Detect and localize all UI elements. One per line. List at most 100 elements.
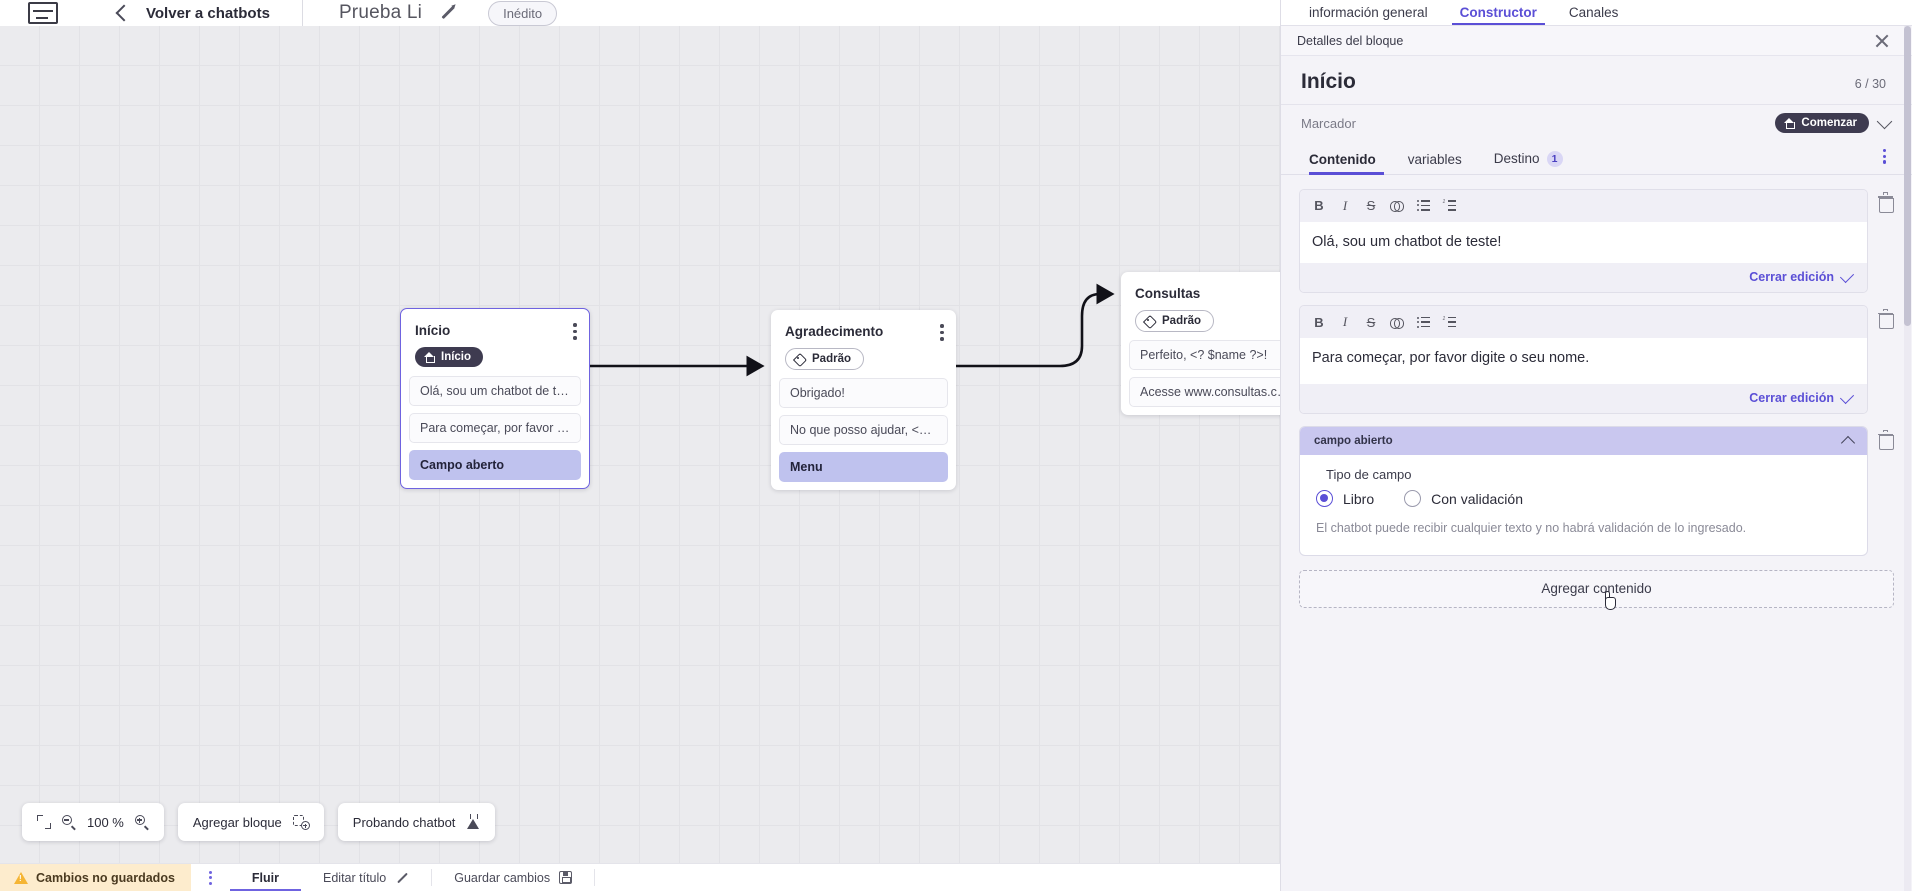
bold-icon[interactable]: B bbox=[1314, 198, 1324, 214]
home-icon bbox=[424, 351, 435, 363]
node-badge-default: Padrão bbox=[1135, 310, 1214, 332]
subtab-variables-label: variables bbox=[1407, 151, 1462, 167]
chevron-up-icon[interactable] bbox=[1840, 436, 1856, 451]
subtab-variables[interactable]: variables bbox=[1392, 146, 1478, 174]
strikethrough-icon[interactable]: S bbox=[1366, 198, 1376, 214]
panel-scrollbar[interactable] bbox=[1904, 26, 1911, 891]
chevron-down-icon[interactable] bbox=[1876, 113, 1893, 129]
node-row[interactable]: Acesse www.consultas.com par... bbox=[1129, 377, 1303, 407]
node-menu-icon[interactable] bbox=[940, 324, 944, 341]
radio-icon[interactable] bbox=[1404, 490, 1422, 508]
editor-text[interactable]: Olá, sou um chatbot de teste! bbox=[1300, 221, 1867, 264]
node-rows: Olá, sou um chatbot de teste! Para começ… bbox=[401, 375, 589, 480]
block-title-row: Início 6 / 30 bbox=[1281, 56, 1912, 105]
add-content-button[interactable]: Agregar contenido bbox=[1299, 569, 1894, 610]
bullet-list-icon[interactable] bbox=[1410, 311, 1436, 333]
numbered-list-icon[interactable]: 1 bbox=[1436, 195, 1462, 217]
open-field-body: Tipo de campo Libro Con validación bbox=[1300, 455, 1867, 554]
node-rows: Obrigado! No que posso ajudar, <? $name … bbox=[771, 378, 956, 482]
tab-constructor[interactable]: Constructor bbox=[1444, 5, 1553, 25]
fit-screen-icon[interactable] bbox=[37, 815, 51, 829]
radio-option-libro-label: Libro bbox=[1343, 490, 1375, 507]
tab-fluir-label: Fluir bbox=[251, 870, 279, 885]
italic-icon[interactable]: I bbox=[1342, 197, 1348, 213]
bold-icon[interactable]: B bbox=[1314, 314, 1324, 330]
numbered-list-icon[interactable]: 1 bbox=[1436, 311, 1462, 333]
marker-badge-comenzar[interactable]: Comenzar bbox=[1775, 113, 1869, 133]
close-edit-link[interactable]: Cerrar edición bbox=[1749, 270, 1834, 285]
test-chatbot-button[interactable]: Probando chatbot bbox=[337, 803, 496, 841]
flow-node-inicio[interactable]: Início Início Olá, sou um chatbot de tes… bbox=[400, 308, 590, 489]
link-icon[interactable] bbox=[1384, 195, 1410, 217]
subtab-destino-label: Destino bbox=[1493, 151, 1540, 167]
node-row[interactable]: Obrigado! bbox=[779, 378, 948, 408]
node-row[interactable]: Perfeito, <? $name ?>! bbox=[1129, 340, 1303, 370]
check-icon[interactable] bbox=[1839, 389, 1855, 404]
editor-text[interactable]: Para começar, por favor digite o seu nom… bbox=[1300, 338, 1867, 385]
zoom-out-icon[interactable] bbox=[62, 815, 76, 831]
node-row[interactable]: Olá, sou um chatbot de teste! bbox=[409, 375, 581, 406]
back-chevron-icon[interactable] bbox=[115, 4, 133, 22]
rich-text-editor[interactable]: B I S 1 Para começar, por favor digite o… bbox=[1299, 305, 1868, 415]
flow-node-agradecimento[interactable]: Agradecimento Padrão Obrigado! No que po… bbox=[771, 310, 956, 490]
marker-controls: Comenzar bbox=[1775, 113, 1893, 133]
save-changes-button[interactable]: Guardar cambios bbox=[432, 864, 594, 891]
tab-informacion-general[interactable]: información general bbox=[1309, 5, 1428, 20]
radio-option-libro[interactable]: Libro bbox=[1316, 490, 1375, 508]
add-block-label: Agregar bloque bbox=[192, 814, 282, 830]
delete-block-icon[interactable] bbox=[1878, 429, 1894, 451]
bot-name-title: Prueba Li bbox=[338, 2, 423, 23]
subtab-more-icon[interactable] bbox=[1877, 143, 1892, 174]
open-field-block: campo abierto Tipo de campo Libro bbox=[1299, 426, 1868, 556]
panel-tabs: información general Constructor Canales bbox=[1281, 0, 1912, 26]
bullet-list-icon[interactable] bbox=[1410, 195, 1436, 217]
node-title: Agradecimento bbox=[785, 324, 884, 339]
close-icon[interactable] bbox=[1874, 33, 1890, 49]
link-icon[interactable] bbox=[1384, 311, 1410, 333]
node-menu-icon[interactable] bbox=[573, 323, 577, 340]
flow-node-consultas[interactable]: Consultas Padrão Perfeito, <? $name ?>! … bbox=[1121, 272, 1311, 415]
unsaved-changes-label: Cambios no guardados bbox=[36, 870, 175, 885]
strikethrough-icon[interactable]: S bbox=[1366, 314, 1376, 330]
panel-subheader: Detalles del bloque bbox=[1281, 26, 1912, 56]
node-row[interactable]: No que posso ajudar, <? $name ... bbox=[779, 415, 948, 445]
editor-toolbar: B I S 1 bbox=[1300, 306, 1867, 339]
app-logo-icon[interactable] bbox=[26, 0, 60, 26]
marker-label: Marcador bbox=[1301, 115, 1356, 131]
edit-title-button[interactable]: Editar título bbox=[301, 864, 431, 891]
add-content-label: Agregar contenido bbox=[1541, 581, 1652, 597]
bottom-menu-icon[interactable] bbox=[191, 864, 230, 891]
tag-icon bbox=[1145, 316, 1156, 327]
node-row[interactable]: Para começar, por favor digite o ... bbox=[409, 412, 581, 443]
italic-icon[interactable]: I bbox=[1342, 314, 1348, 330]
pencil-icon bbox=[395, 871, 409, 885]
node-header: Início Início bbox=[401, 309, 589, 376]
radio-icon-selected[interactable] bbox=[1316, 490, 1333, 508]
check-icon[interactable] bbox=[1839, 268, 1855, 283]
tab-fluir[interactable]: Fluir bbox=[229, 864, 302, 891]
delete-block-icon[interactable] bbox=[1878, 192, 1894, 213]
delete-block-icon[interactable] bbox=[1878, 308, 1894, 330]
save-changes-label: Guardar cambios bbox=[454, 870, 551, 885]
zoom-controls[interactable]: 100 % bbox=[22, 803, 164, 841]
subtab-contenido[interactable]: Contenido bbox=[1301, 146, 1392, 175]
node-row[interactable]: Campo aberto bbox=[409, 449, 581, 480]
zoom-in-icon[interactable] bbox=[134, 815, 149, 831]
rich-text-editor[interactable]: B I S 1 Olá, sou um chatbot de teste! Ce… bbox=[1299, 188, 1868, 294]
unsaved-changes-status: Cambios no guardados bbox=[0, 864, 191, 891]
close-edit-link[interactable]: Cerrar edición bbox=[1749, 391, 1834, 406]
subtab-destino[interactable]: Destino 1 bbox=[1478, 145, 1579, 174]
edit-pencil-icon[interactable] bbox=[438, 4, 456, 22]
back-to-chatbots-link[interactable]: Volver a chatbots bbox=[146, 4, 270, 22]
open-field-header[interactable]: campo abierto bbox=[1300, 427, 1867, 456]
warning-icon bbox=[14, 871, 28, 884]
tab-canales[interactable]: Canales bbox=[1568, 5, 1619, 20]
scrollbar-thumb[interactable] bbox=[1904, 26, 1911, 326]
tag-icon bbox=[795, 354, 806, 365]
node-rows: Perfeito, <? $name ?>! Acesse www.consul… bbox=[1121, 340, 1311, 407]
add-block-button[interactable]: Agregar bloque bbox=[177, 803, 324, 841]
node-row[interactable]: Menu bbox=[779, 452, 948, 482]
test-chatbot-label: Probando chatbot bbox=[352, 814, 456, 830]
editor-footer: Cerrar edición bbox=[1300, 384, 1867, 414]
radio-option-con-validacion[interactable]: Con validación bbox=[1404, 490, 1523, 508]
